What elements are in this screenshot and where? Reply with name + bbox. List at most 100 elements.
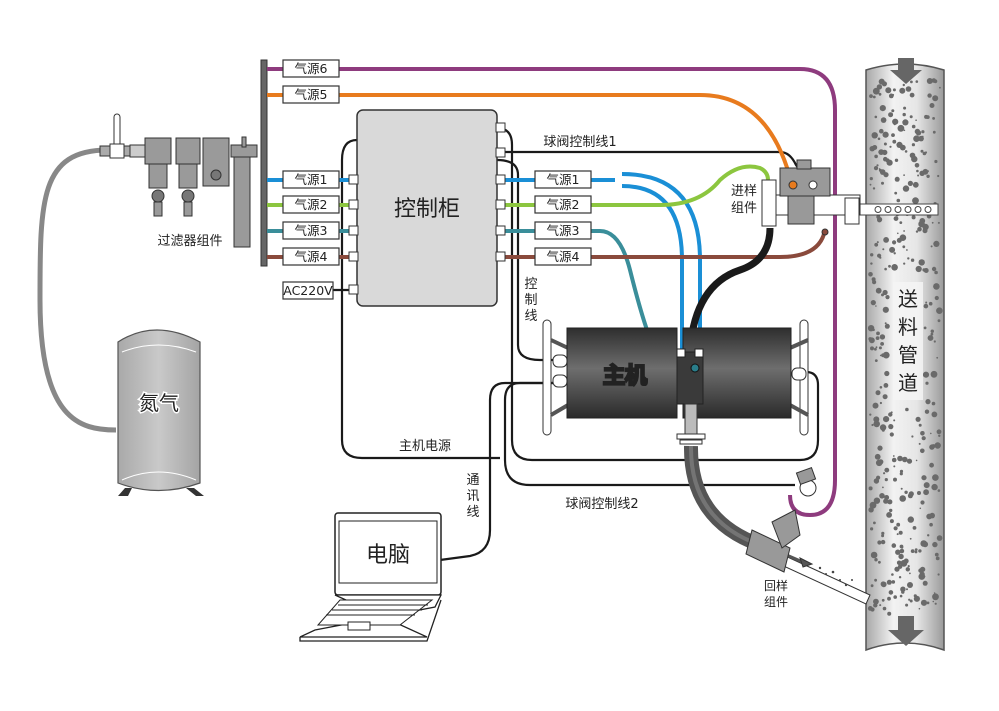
- particle: [902, 245, 906, 249]
- particle: [895, 549, 901, 555]
- particle: [875, 390, 881, 396]
- particle: [879, 604, 882, 607]
- particle: [880, 342, 884, 346]
- particle: [932, 541, 938, 548]
- particle: [920, 500, 925, 505]
- particle: [870, 527, 874, 531]
- particle: [873, 420, 880, 428]
- particle: [932, 371, 937, 376]
- sample-inlet-assembly: [761, 159, 861, 236]
- particle: [923, 489, 929, 496]
- particle: [869, 413, 872, 416]
- particle: [872, 95, 876, 99]
- particle: [880, 539, 886, 545]
- particle: [929, 103, 935, 108]
- particle: [874, 578, 877, 582]
- particle: [898, 530, 903, 535]
- comm-line-label-3: 线: [466, 505, 479, 520]
- particle: [911, 435, 914, 438]
- particle: [873, 521, 876, 525]
- particle: [873, 416, 880, 423]
- particle: [888, 590, 894, 595]
- particle: [899, 594, 903, 598]
- particle: [872, 187, 876, 190]
- particle: [876, 164, 879, 167]
- left-gas-source-source3-label: 气源3: [295, 223, 328, 238]
- right-gas-source-source3-label: 气源3: [547, 223, 580, 238]
- particle: [879, 128, 884, 134]
- particle: [892, 240, 897, 245]
- particle: [876, 331, 880, 336]
- particle: [909, 599, 913, 603]
- gas-tube-2-out: [497, 164, 770, 207]
- particle: [934, 159, 938, 164]
- particle: [882, 606, 887, 611]
- particle: [930, 329, 934, 333]
- particle: [929, 462, 934, 468]
- particle: [892, 118, 899, 125]
- particle: [897, 455, 903, 462]
- particle: [929, 512, 935, 519]
- right-gas-source-source4-label: 气源4: [547, 249, 580, 264]
- particle: [918, 607, 921, 610]
- gas-tube-4-out: [497, 229, 827, 259]
- particle: [874, 242, 879, 247]
- particle: [879, 105, 886, 112]
- particle: [888, 424, 894, 430]
- particle: [923, 268, 929, 273]
- particle: [918, 423, 922, 427]
- particle: [879, 401, 883, 405]
- particle: [936, 356, 939, 359]
- particle: [931, 221, 934, 224]
- particle: [906, 249, 908, 251]
- particle: [893, 252, 896, 255]
- particle: [922, 580, 928, 586]
- particle: [937, 319, 941, 323]
- particle: [872, 145, 878, 150]
- particle: [871, 132, 878, 139]
- nitrogen-tank: 氮气: [117, 329, 204, 496]
- particle: [888, 112, 894, 118]
- left-gas-source-source3-box: [282, 221, 340, 240]
- particle: [881, 81, 888, 87]
- particle: [875, 305, 877, 307]
- particle: [878, 92, 882, 96]
- gas-tube-6: [267, 67, 837, 518]
- particle: [878, 560, 881, 564]
- particle: [907, 257, 910, 260]
- particle: [918, 135, 924, 142]
- particle: [883, 416, 890, 423]
- particle: [925, 301, 928, 304]
- particle: [901, 546, 904, 549]
- particle: [919, 170, 925, 176]
- particle: [884, 478, 888, 482]
- particle: [881, 181, 884, 185]
- particle: [911, 124, 916, 129]
- particle: [879, 169, 886, 175]
- particle: [886, 512, 892, 518]
- feed-pipe-label-3: 管: [898, 343, 918, 367]
- particle: [932, 600, 935, 603]
- ball-valve-control-line-2-label: 球阀控制线2: [565, 497, 638, 512]
- gas-tube-5: [267, 93, 794, 186]
- particle: [870, 300, 876, 306]
- particle: [919, 571, 925, 577]
- flow-down-arrow-icon: [888, 616, 924, 646]
- particle: [892, 93, 895, 96]
- particle: [889, 432, 894, 437]
- particle: [897, 124, 905, 132]
- particle: [889, 145, 892, 148]
- particle: [907, 516, 914, 523]
- particle: [927, 335, 934, 341]
- particle: [902, 456, 908, 463]
- particle: [893, 526, 898, 531]
- left-gas-source-source6-box: [282, 59, 340, 78]
- particle: [891, 573, 894, 576]
- pipe-label-bg: [893, 282, 923, 400]
- particle: [875, 459, 883, 467]
- particle: [899, 472, 903, 476]
- particle: [903, 174, 905, 177]
- particle: [882, 131, 889, 138]
- control-line-label-2: 制: [524, 293, 537, 308]
